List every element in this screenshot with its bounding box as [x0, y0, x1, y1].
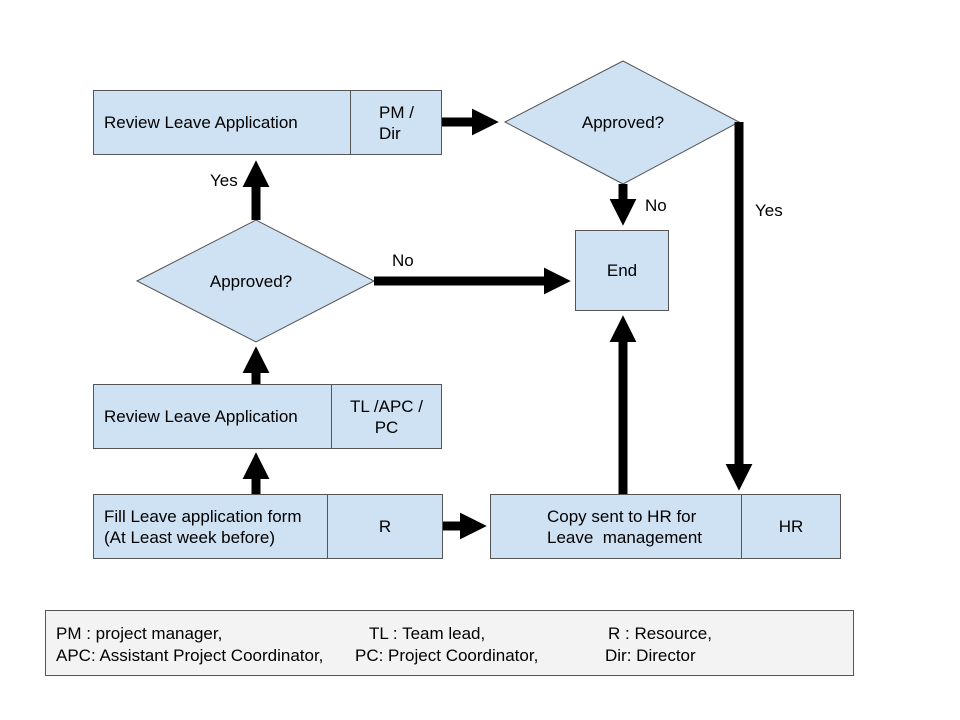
- end-box: End: [575, 230, 669, 311]
- legend-box: PM : project manager, TL : Team lead, R …: [45, 610, 854, 676]
- copy-hr-divider: [741, 495, 742, 558]
- review-tl-role: TL /APC / PC: [349, 396, 424, 437]
- legend-tl: TL : Team lead,: [369, 624, 486, 643]
- review-pm-divider: [350, 91, 351, 154]
- fill-form-divider: [327, 495, 328, 558]
- edge-label-no-mid: No: [392, 251, 414, 270]
- review-tl-divider: [331, 385, 332, 448]
- review-pm-box: Review Leave Application PM / Dir: [93, 90, 442, 155]
- legend-pm: PM : project manager,: [56, 624, 223, 643]
- copy-hr-text: Copy sent to HR for Leave management: [547, 506, 702, 547]
- edge-label-no-top: No: [645, 196, 667, 215]
- fill-form-role: R: [378, 517, 392, 536]
- edge-label-yes-left: Yes: [210, 171, 238, 190]
- review-tl-text: Review Leave Application: [104, 407, 298, 426]
- review-tl-box: Review Leave Application TL /APC / PC: [93, 384, 442, 449]
- fill-form-box: Fill Leave application form (At Least we…: [93, 494, 443, 559]
- approved-mid-label: Approved?: [209, 272, 293, 291]
- legend-pc: PC: Project Coordinator,: [355, 646, 539, 665]
- fill-form-text: Fill Leave application form (At Least we…: [104, 506, 302, 547]
- edge-label-yes-right: Yes: [755, 201, 783, 220]
- copy-hr-box: Copy sent to HR for Leave management HR: [490, 494, 841, 559]
- legend-r: R : Resource,: [608, 624, 712, 643]
- approved-top-label: Approved?: [581, 113, 665, 132]
- review-pm-role: PM / Dir: [379, 102, 414, 143]
- copy-hr-role: HR: [778, 517, 804, 536]
- legend-dir: Dir: Director: [605, 646, 696, 665]
- review-pm-text: Review Leave Application: [104, 113, 298, 132]
- end-label: End: [606, 261, 638, 280]
- legend-apc: APC: Assistant Project Coordinator,: [56, 646, 324, 665]
